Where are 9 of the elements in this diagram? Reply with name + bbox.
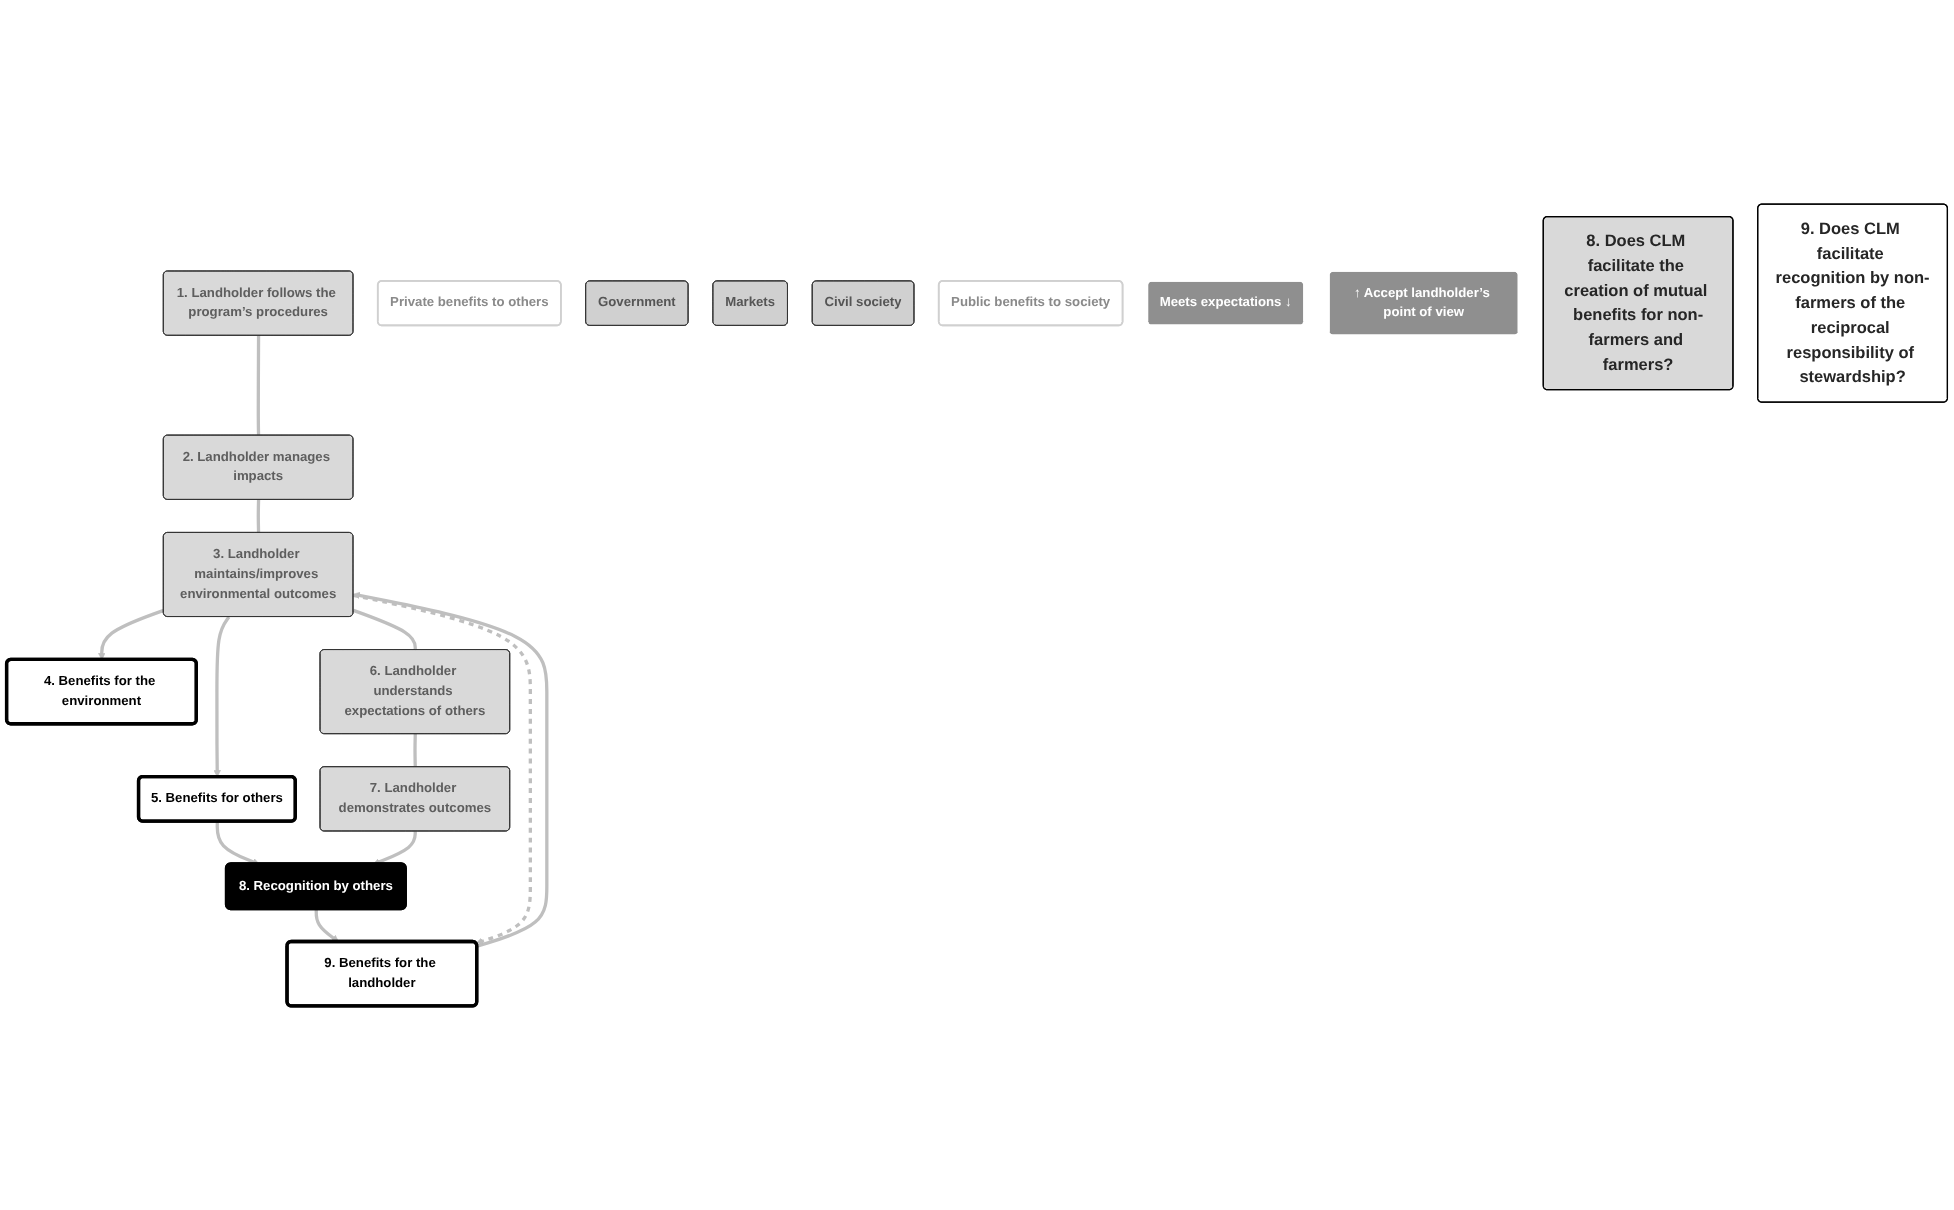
arrow xyxy=(314,908,339,943)
connector xyxy=(413,734,417,768)
arrow xyxy=(372,831,417,866)
arrow xyxy=(213,615,231,778)
connector xyxy=(256,499,261,533)
arrow xyxy=(215,821,260,866)
connector xyxy=(352,608,417,650)
connector xyxy=(256,335,261,436)
arrow xyxy=(98,608,165,661)
